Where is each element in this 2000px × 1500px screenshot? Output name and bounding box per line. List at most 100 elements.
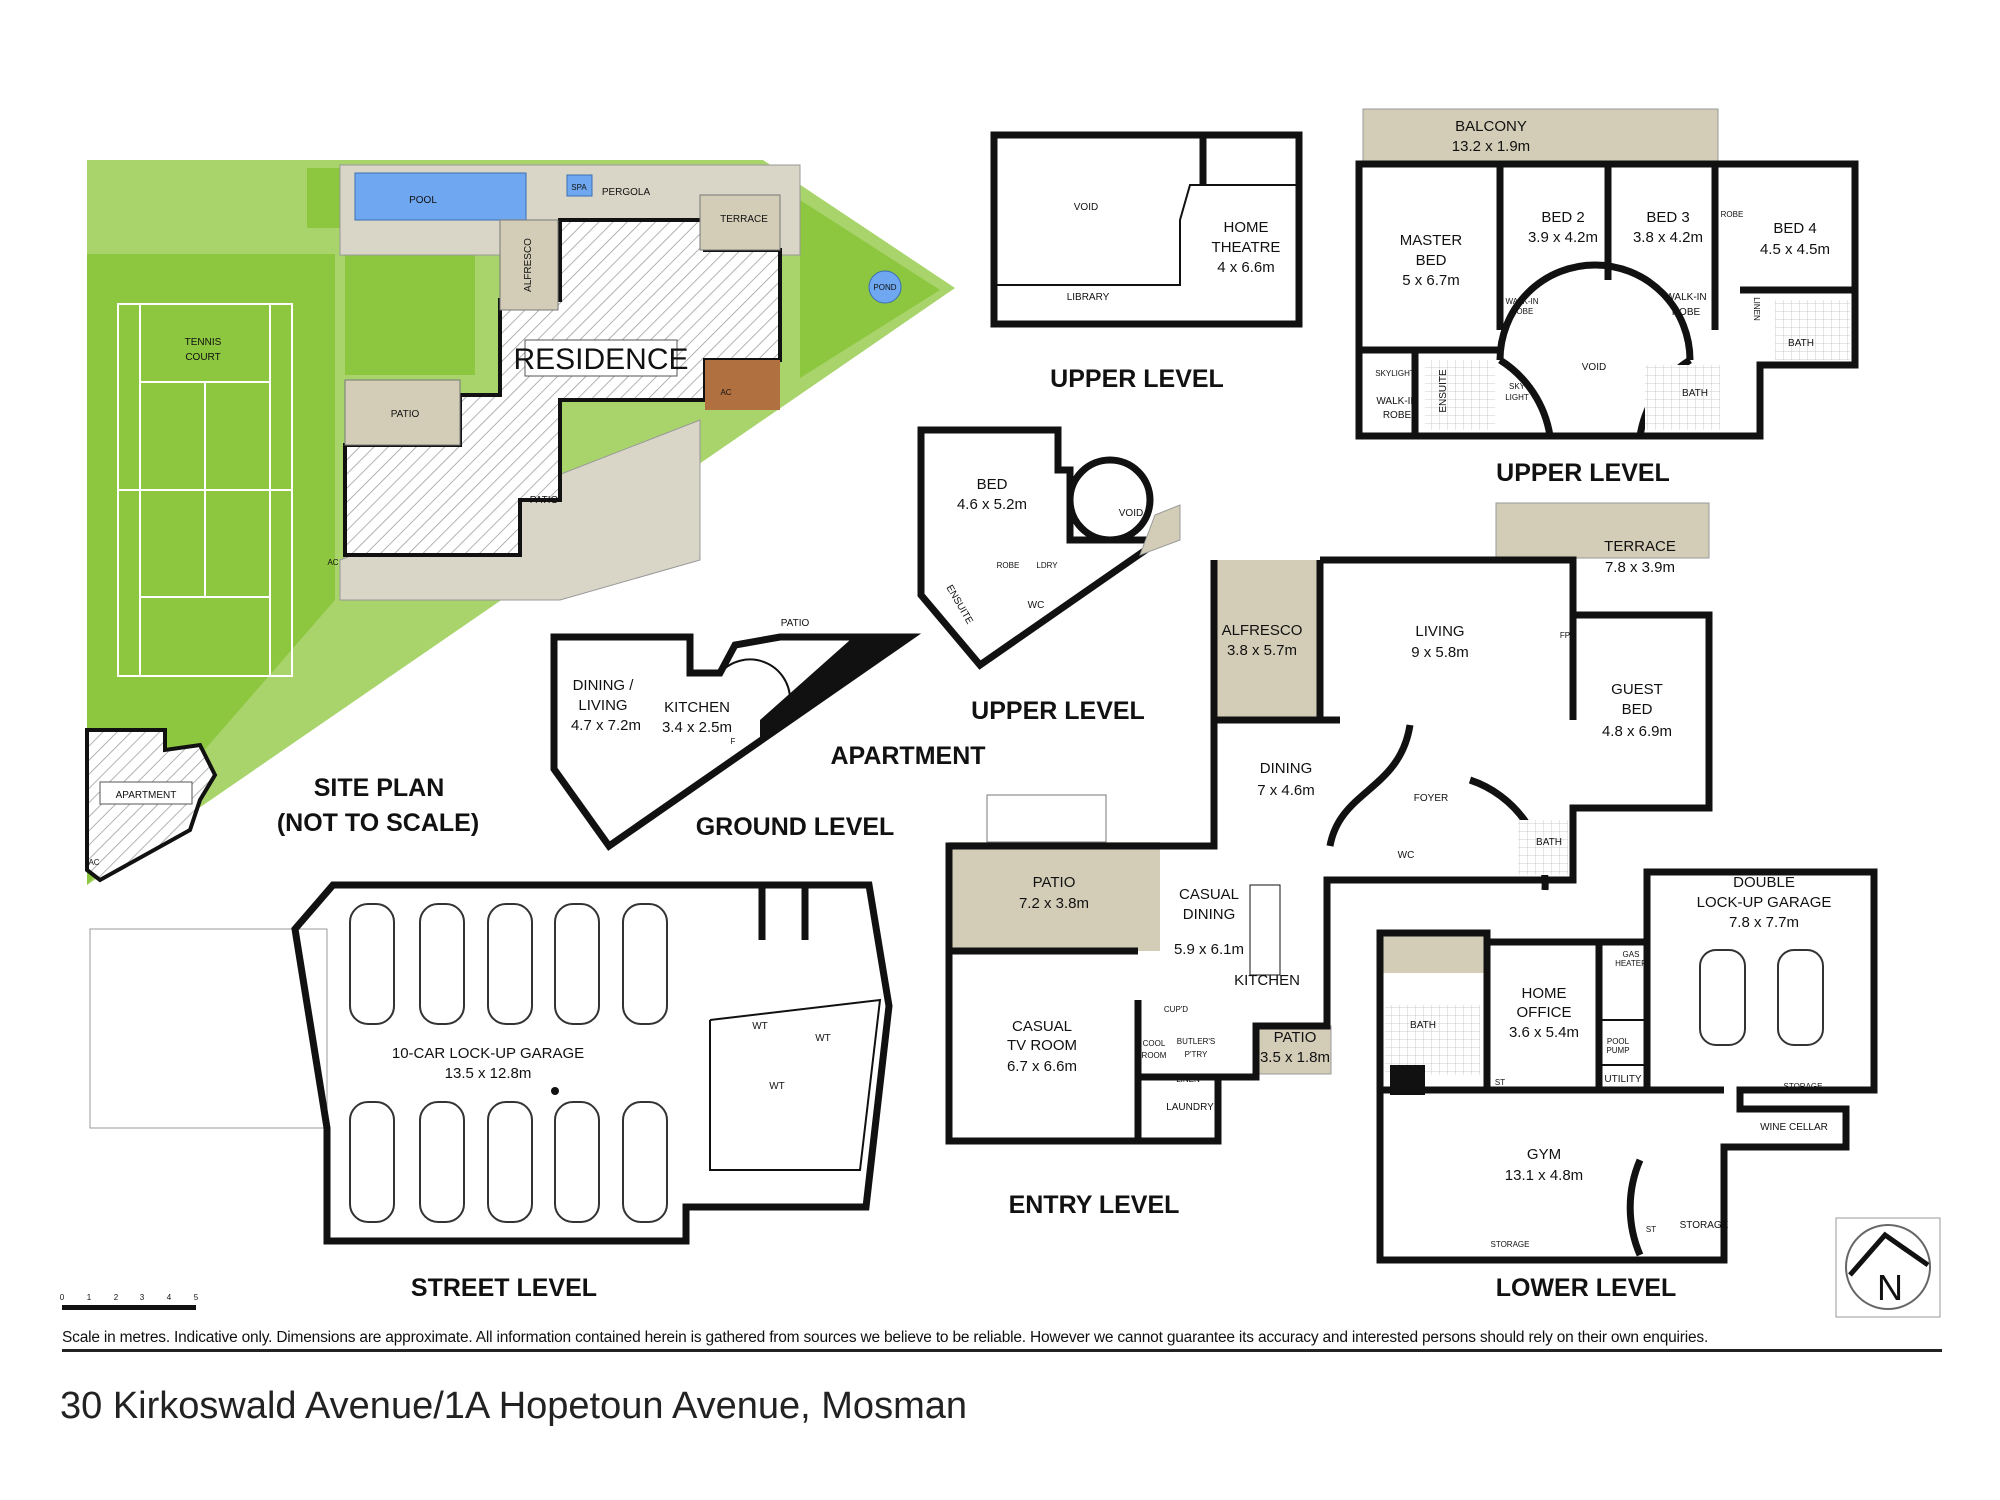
scale-tick: 1 [87, 1293, 92, 1302]
scale-tick: 2 [114, 1293, 119, 1302]
upper-level-theatre: VOID LIBRARY HOME THEATRE 4 x 6.6m UPPER… [990, 131, 1303, 393]
label: 4 x 6.6m [1217, 259, 1275, 276]
spiral-stair [1066, 456, 1154, 544]
label: PERGOLA [602, 187, 651, 198]
curved-wall [1326, 724, 1414, 847]
label: FP [1560, 631, 1570, 640]
label: WC [802, 683, 819, 694]
upper-level-bedrooms: BALCONY 13.2 x 1.9m MASTER BED 5 x 6.7m … [1355, 108, 1859, 487]
label: BED [1416, 252, 1447, 269]
label: ROBE [997, 561, 1020, 570]
label: CASUAL [1179, 886, 1239, 903]
label: BED 4 [1773, 220, 1816, 237]
pool [354, 172, 527, 221]
label: ALFRESCO [1222, 622, 1303, 639]
car-icon [622, 903, 668, 1025]
label: ROBE [1672, 307, 1701, 318]
label: LIVING [1415, 623, 1464, 640]
label: GYM [1527, 1146, 1561, 1163]
label: TENNIS [185, 337, 222, 348]
label: OFFICE [1517, 1004, 1572, 1021]
label: WT [769, 1081, 785, 1092]
label: STORAGE [1680, 1220, 1729, 1231]
car-icon [487, 903, 533, 1025]
scale-tick: 5 [194, 1293, 199, 1302]
label: 7 x 4.6m [1257, 782, 1315, 799]
label: HOME [1224, 219, 1269, 236]
label: 3.6 x 5.4m [1509, 1024, 1579, 1041]
label: TERRACE [720, 214, 768, 225]
bath-tiles [1385, 1005, 1480, 1075]
label: COURT [185, 352, 220, 363]
label: SPA [571, 183, 587, 192]
label: BALCONY [1455, 118, 1527, 135]
site-plan-subheading: (NOT TO SCALE) [277, 809, 479, 837]
label: ROBE [1383, 410, 1412, 421]
label: BED [977, 476, 1008, 493]
entry-level-heading: ENTRY LEVEL [1009, 1191, 1180, 1219]
curved-landing-wall [1496, 261, 1694, 361]
label: GAS [1623, 950, 1640, 959]
label: 10-CAR LOCK-UP GARAGE [392, 1045, 584, 1062]
car-icon [554, 903, 600, 1025]
label: LIGHT [1505, 393, 1529, 402]
label: BUTLER'S [1177, 1037, 1215, 1046]
label: WALK-IN [1665, 292, 1706, 303]
label: 4.5 x 4.5m [1760, 241, 1830, 258]
label: STORAGE [1491, 1240, 1530, 1249]
property-address: 30 Kirkoswald Avenue/1A Hopetoun Avenue,… [60, 1385, 967, 1427]
label: F [731, 737, 736, 746]
street-level: 10-CAR LOCK-UP GARAGE 13.5 x 12.8m WT WT… [89, 881, 893, 1302]
patio-area [344, 379, 461, 446]
lower-walls [1376, 868, 1878, 1264]
patio-steps [986, 794, 1107, 843]
label: DINING [1260, 760, 1313, 777]
site-plan: TENNIS COURT POOL SPA PERGOLA TERRACE AL… [85, 160, 955, 885]
balcony [1362, 108, 1719, 165]
label: SKYLIGHT [1375, 369, 1415, 378]
label: UTILITY [1604, 1074, 1642, 1085]
label: ENSUITE [1438, 369, 1449, 413]
residence-label: RESIDENCE [513, 343, 688, 376]
label: KITCHEN [1234, 972, 1300, 989]
outdoor-area [1380, 933, 1487, 973]
label: HEATER [1615, 959, 1647, 968]
ground-level-heading: GROUND LEVEL [696, 813, 895, 841]
garden-lawn [345, 255, 475, 375]
bath-tiles [1518, 820, 1568, 875]
wall-block [1390, 1065, 1425, 1095]
curved-stair-wall [1626, 1158, 1644, 1257]
wall-block [760, 637, 910, 740]
label: ROOM [1142, 1051, 1167, 1060]
label: PATIO [1033, 874, 1076, 891]
entry-walls [945, 560, 1331, 1145]
label: 3.8 x 5.7m [1227, 642, 1297, 659]
label: BATH [1788, 338, 1814, 349]
label: ROBE [1721, 210, 1744, 219]
label: GUEST [1611, 681, 1663, 698]
label: WT [752, 1021, 768, 1032]
kitchen-island [1249, 884, 1281, 976]
apartment-label-box [99, 781, 193, 805]
bath-tiles [1645, 365, 1720, 430]
label: TV ROOM [1007, 1037, 1077, 1054]
car-icon [554, 1101, 600, 1223]
label: KITCHEN [664, 699, 730, 716]
label: AC [327, 558, 338, 567]
label: LDRY [1036, 561, 1058, 570]
label: TERRACE [1604, 538, 1676, 555]
drain-icon [551, 1087, 559, 1095]
label: COOL [1143, 1039, 1166, 1048]
north-arrow-icon: N [1835, 1217, 1941, 1318]
label: STORAGE [1784, 1082, 1823, 1091]
label: FOYER [1414, 793, 1448, 804]
terrace [1495, 502, 1710, 559]
disclaimer: Scale in metres. Indicative only. Dimens… [62, 1329, 1942, 1352]
curved-wall [1498, 357, 1554, 437]
label: PATIO [530, 495, 559, 506]
label: LOCK-UP GARAGE [1697, 894, 1832, 911]
car-icon [622, 1101, 668, 1223]
label: CUP'D [1164, 1005, 1188, 1014]
label: 3.9 x 4.2m [1528, 229, 1598, 246]
